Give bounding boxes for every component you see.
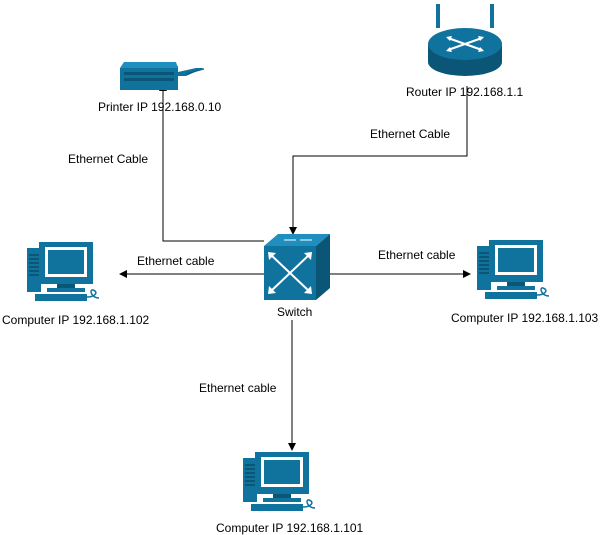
computer-bottom-icon: [242, 451, 316, 512]
edge-label-switch-to-computer-right: Ethernet cable: [378, 248, 456, 262]
edge-label-switch-to-computer-bottom: Ethernet cable: [199, 381, 277, 395]
computer-right-icon: [476, 239, 550, 300]
edge-label-switch-to-computer-left: Ethernet cable: [137, 254, 215, 268]
edge-switch-to-printer: [159, 83, 264, 242]
edges: [119, 83, 471, 451]
computer-left-label: Computer IP 192.168.1.102: [2, 313, 150, 327]
computer-left-icon: [26, 241, 100, 302]
printer-label: Printer IP 192.168.0.10: [98, 100, 222, 114]
edge-label-router-to-switch: Ethernet Cable: [370, 127, 450, 141]
printer-icon: [120, 62, 205, 90]
edge-label-switch-to-printer: Ethernet Cable: [68, 152, 148, 166]
edge-router-to-switch: [289, 86, 468, 235]
router-icon: [428, 4, 502, 76]
switch-label: Switch: [277, 305, 312, 319]
computer-bottom-label: Computer IP 192.168.1.101: [216, 521, 364, 535]
computer-right-label: Computer IP 192.168.1.103: [451, 311, 599, 325]
switch-icon: [264, 234, 330, 300]
router-label: Router IP 192.168.1.1: [406, 85, 524, 99]
